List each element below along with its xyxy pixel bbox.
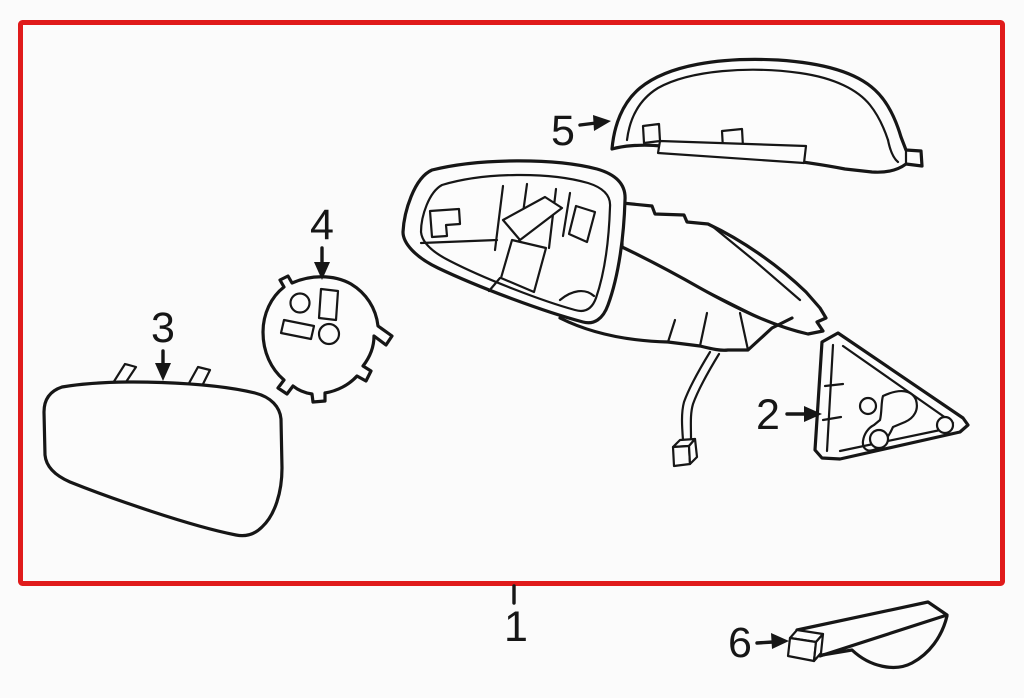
callout-3[interactable]: 3 <box>151 304 175 381</box>
callout-1-number: 1 <box>504 603 528 651</box>
highlight-box <box>18 20 1005 586</box>
callout-4-arrowhead <box>314 262 330 280</box>
callout-5-arrowhead <box>593 115 611 131</box>
callout-1[interactable]: 1 <box>504 584 528 651</box>
part-drawing-mirror-cap[interactable] <box>610 57 924 174</box>
part-drawing-actuator-plate[interactable] <box>261 274 394 404</box>
part-drawing-mirror-assembly[interactable] <box>401 159 828 468</box>
callout-3-arrowhead <box>155 363 171 381</box>
glass-clip-bracket <box>428 207 462 239</box>
corner-cover-outline <box>813 331 970 461</box>
callout-2-arrowhead <box>804 406 822 422</box>
callout-6[interactable]: 6 <box>728 619 789 667</box>
mirror-arm <box>620 201 828 336</box>
callout-6-leader <box>755 640 775 645</box>
callout-4[interactable]: 4 <box>310 201 334 280</box>
part-drawing-corner-cover[interactable] <box>813 331 970 461</box>
callout-5-number: 5 <box>551 107 575 155</box>
callout-5-leader <box>578 121 598 127</box>
callout-2-number: 2 <box>756 391 780 439</box>
part-drawing-lower-trim[interactable] <box>786 600 949 670</box>
connector-plug <box>671 437 699 468</box>
glass-outline <box>42 380 284 538</box>
callout-2[interactable]: 2 <box>756 391 822 439</box>
part-drawing-mirror-glass[interactable] <box>42 362 284 538</box>
pivot-base <box>558 316 794 352</box>
callout-3-number: 3 <box>151 304 175 352</box>
callout-6-number: 6 <box>728 619 752 667</box>
wire-harness <box>680 350 712 448</box>
trim-fin <box>820 614 949 670</box>
callout-4-number: 4 <box>310 201 334 249</box>
callout-6-arrowhead <box>771 633 789 649</box>
callout-5[interactable]: 5 <box>551 107 611 155</box>
